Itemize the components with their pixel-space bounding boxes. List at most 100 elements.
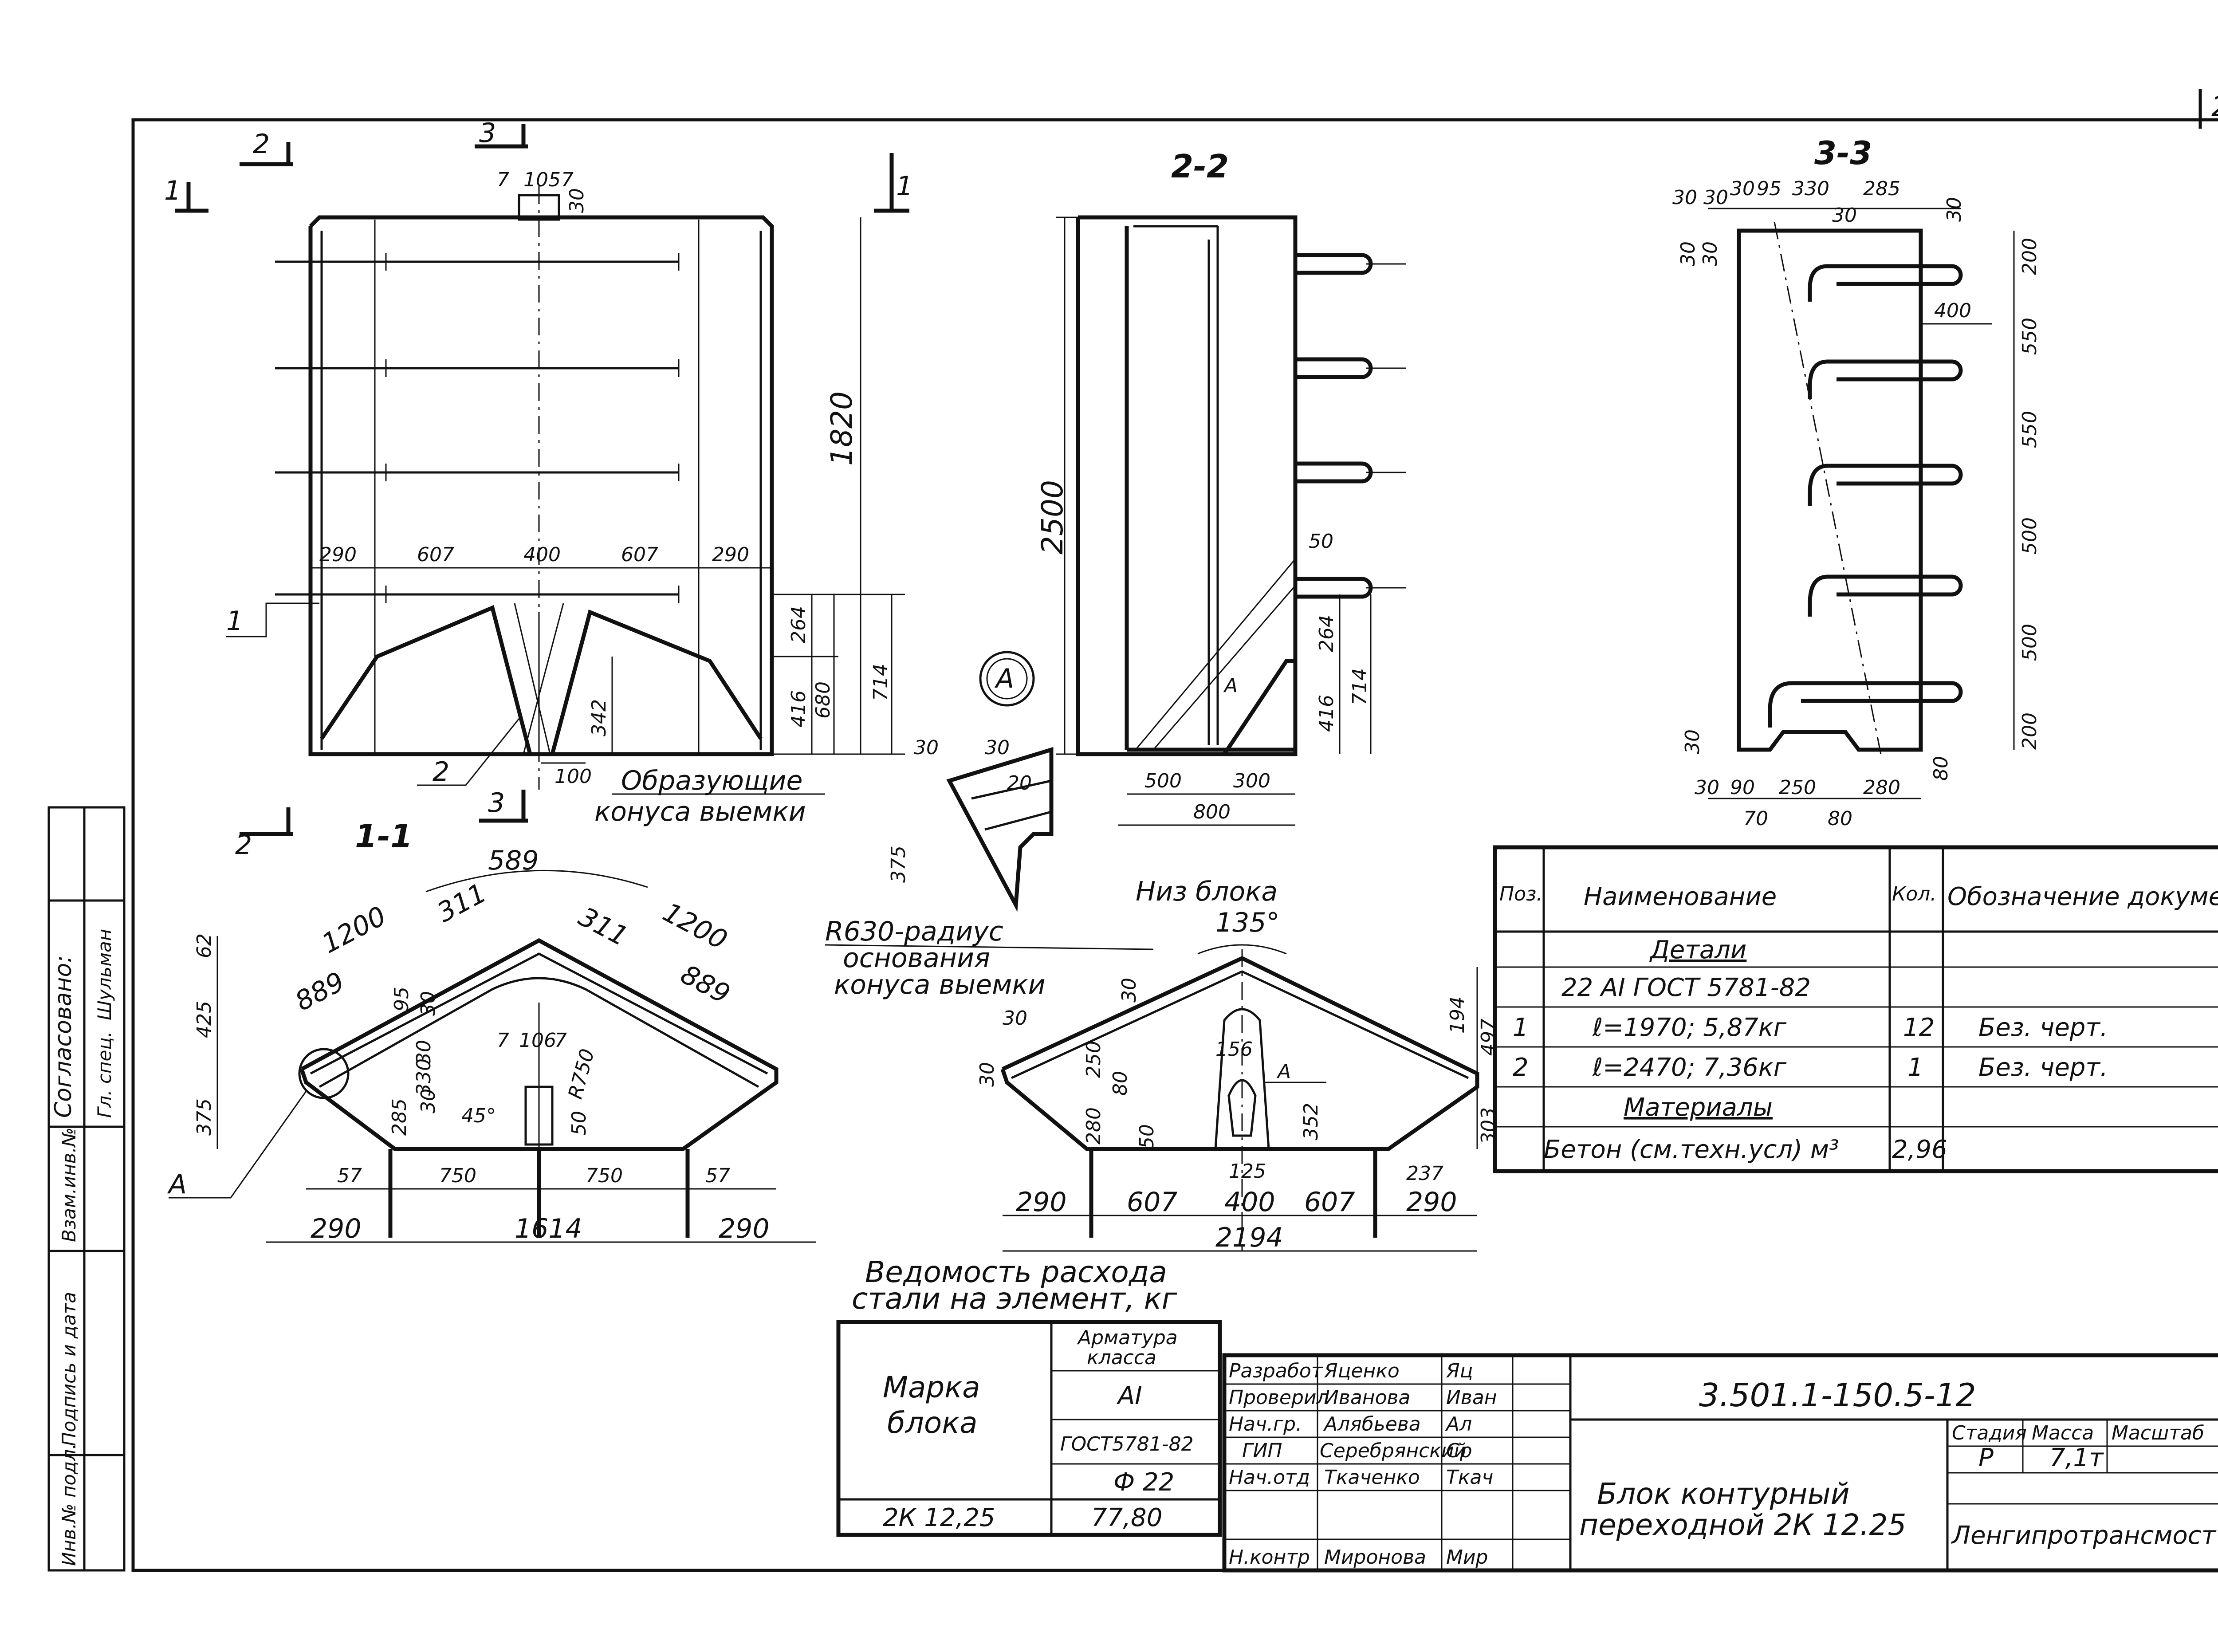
tb-sign-2: Иван	[1446, 1386, 1497, 1409]
dim-342: 342	[588, 699, 610, 736]
plan-dim-889-left: 889	[290, 966, 350, 1018]
dim-264-s22: 264	[1315, 615, 1338, 652]
side-chief: Гл. спец.	[94, 1031, 115, 1118]
tb-sign-5: Ткач	[1446, 1466, 1493, 1489]
plan-dim-50: 50	[568, 1111, 590, 1136]
dim-1820: 1820	[825, 391, 859, 466]
steel-table: Ведомость расхода стали на элемент, кг М…	[836, 1255, 1222, 1537]
plan-dim-45deg: 45°	[461, 1105, 496, 1127]
s33-top-30d: 30	[1832, 204, 1857, 227]
top-dim-7b: 7	[561, 169, 574, 191]
tb-name-5: Ткаченко	[1324, 1466, 1420, 1489]
pb-dim-50: 50	[1136, 1124, 1158, 1149]
s33-bottom-30a: 30	[1681, 729, 1704, 754]
s33-top-30a: 30	[1672, 186, 1697, 209]
s33-left-30b: 30	[1699, 241, 1722, 266]
steel-col-mark-2: блока	[887, 1406, 978, 1440]
pb-dim-237: 237	[1406, 1162, 1443, 1185]
steel-row-mark: 2К 12,25	[883, 1503, 995, 1532]
plan-dim-r750: R750	[564, 1046, 599, 1101]
tb-name-3: Алябьева	[1323, 1413, 1421, 1436]
detail-A-dim-30b: 30	[985, 736, 1010, 759]
plan-dim-30a: 30	[417, 991, 440, 1016]
tb-stage-label: Стадия	[1952, 1422, 2027, 1444]
side-agreed: Согласовано:	[50, 955, 77, 1118]
dim-100: 100	[554, 765, 592, 788]
steel-col-rebar-2: класса	[1087, 1346, 1156, 1369]
s33-top-30e: 30	[1943, 197, 1966, 222]
steel-title-2: стали на элемент, кг	[852, 1282, 1177, 1316]
pb-dim-290a: 290	[1016, 1187, 1067, 1218]
spec-table: Поз. Наименование Кол. Обозначение докум…	[1493, 845, 2218, 1173]
spec-section-materials: Материалы	[1624, 1093, 1773, 1122]
spec-row1-qty: 12	[1903, 1013, 1935, 1042]
tb-sign-1: Яц	[1446, 1360, 1473, 1382]
tb-scale-label: Масштаб	[2112, 1422, 2204, 1444]
note-cone: конуса выемки	[594, 796, 806, 827]
pb-dim-2194: 2194	[1215, 1222, 1283, 1253]
note-generatrices: Образующие	[621, 765, 802, 796]
plan-dim-375: 375	[193, 1098, 216, 1136]
section-3-3-title: 3-3	[1814, 134, 1872, 172]
dim-680: 680	[812, 681, 834, 719]
plan-bottom: Низ блока 135° R630-радиус основания кон…	[825, 876, 1500, 1253]
section-2-2-title: 2-2	[1171, 148, 1229, 185]
dim-300: 300	[1233, 770, 1270, 792]
s33-bottom-80a: 80	[1828, 807, 1852, 830]
dim-290-left: 290	[319, 543, 357, 566]
tb-name-6: Миронова	[1324, 1546, 1426, 1569]
plan-dim-290a: 290	[311, 1213, 362, 1244]
section-3-3: 3-3 30 30 30 95 330 285 30 30	[1672, 134, 2041, 830]
tb-name-4: Серебрянский	[1320, 1440, 1467, 1462]
spec-row1-doc: Без. черт.	[1978, 1013, 2108, 1042]
plan-dim-57a: 57	[337, 1164, 362, 1187]
plan-bottom-angle: 135°	[1215, 907, 1280, 938]
pb-dim-30a: 30	[1003, 1007, 1027, 1030]
spec-row2-name: ℓ=2470; 7,36кг	[1592, 1053, 1787, 1082]
s33-bottom-250: 250	[1779, 776, 1816, 799]
spec-steel-grade: 22 АI ГОСТ 5781-82	[1561, 973, 1811, 1002]
s33-bottom-30b: 30	[1695, 776, 1719, 799]
tb-role-1: Разработ	[1229, 1360, 1323, 1382]
pb-dim-290b: 290	[1406, 1187, 1457, 1218]
pb-dim-80: 80	[1109, 1071, 1132, 1096]
leader-2-label: 2	[433, 756, 449, 787]
plan-dim-57b: 57	[705, 1164, 730, 1187]
dim-607-left: 607	[417, 543, 454, 566]
s33-bottom-80b: 80	[1930, 756, 1952, 781]
cut-mark-3-top: 3	[479, 118, 496, 149]
plan-dim-889-right: 889	[676, 959, 735, 1010]
spec-header-pos: Поз.	[1499, 883, 1542, 905]
tb-doc-code: 3.501.1-150.5-12	[1699, 1377, 1976, 1414]
sheet-frame: 20	[131, 89, 2218, 1572]
plan-1-1-title: 1-1	[355, 818, 413, 855]
steel-gost: ГОСТ5781-82	[1060, 1433, 1194, 1455]
spec-row2-qty: 1	[1907, 1053, 1923, 1082]
plan-dim-7a: 7	[497, 1029, 509, 1052]
dim-400: 400	[523, 543, 561, 566]
dim-500: 500	[1144, 770, 1182, 792]
side-stamp: Согласовано: Гл. спец. Шульман Взам.инв.…	[47, 806, 126, 1572]
s33-top-30c: 30	[1730, 177, 1755, 200]
tb-role-4: ГИП	[1242, 1440, 1282, 1462]
plan-dim-106: 106	[519, 1029, 556, 1052]
plan-dim-425: 425	[193, 1001, 216, 1038]
dim-2500: 2500	[1035, 480, 1070, 555]
s33-left-30a: 30	[1677, 241, 1699, 266]
tb-sign-6: Мир	[1446, 1546, 1488, 1569]
title-block: Разработ Яценко Яц Проверил Иванова Иван…	[1222, 1353, 2218, 1573]
plan-dim-62: 62	[193, 933, 216, 958]
tb-mass-label: Масса	[2032, 1422, 2094, 1444]
detail-A-dim-30a: 30	[914, 736, 939, 759]
elevation-view: 290 607 400 607 290 7 105 7 30 1820 264 …	[164, 118, 913, 861]
detail-A-dim-20: 20	[1007, 772, 1032, 795]
s33-bottom-90: 90	[1730, 776, 1755, 799]
plan-dim-285: 285	[388, 1098, 411, 1136]
side-name: Шульман	[94, 929, 115, 1020]
steel-row-value: 77,80	[1091, 1503, 1162, 1532]
s33-bottom-280: 280	[1863, 776, 1900, 799]
pb-dim-250: 250	[1082, 1041, 1105, 1078]
detail-A-dim-375: 375	[887, 846, 910, 883]
tb-role-2: Проверил	[1229, 1386, 1329, 1409]
top-dim-7a: 7	[497, 169, 509, 191]
